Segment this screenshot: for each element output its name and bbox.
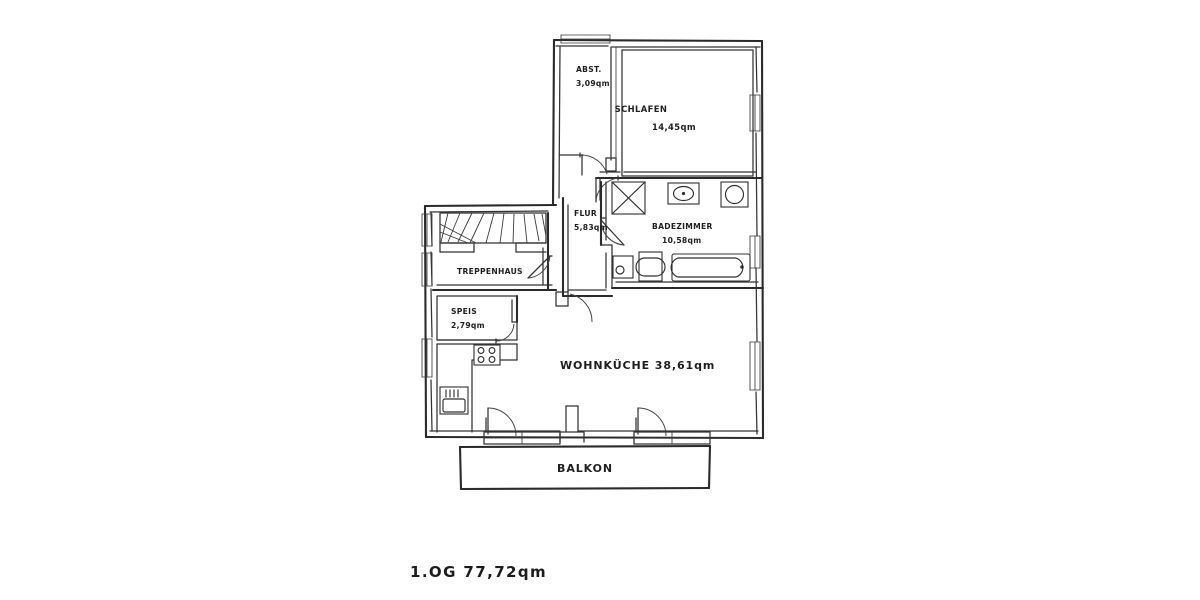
outer-walls xyxy=(423,38,765,440)
room-label-schlafen-area: 14,45qm xyxy=(652,122,696,132)
room-treppenhaus-walls xyxy=(431,211,558,292)
room-label-abst-name: ABST. xyxy=(576,65,602,74)
room-balkon-walls xyxy=(458,444,712,491)
caption-text: 1.OG 77,72qm xyxy=(410,563,547,581)
door-wohnkueche xyxy=(555,291,593,323)
washbasin xyxy=(667,182,700,205)
door-badezimmer xyxy=(600,217,625,246)
door-abst xyxy=(579,152,608,176)
room-label-treppenhaus-name: TREPPENHAUS xyxy=(457,267,523,276)
shower-tray xyxy=(611,181,646,215)
stove-four-burner xyxy=(473,344,501,366)
room-label-schlafen-name: SCHLAFEN xyxy=(615,104,668,114)
room-flur-walls xyxy=(561,196,614,298)
room-label-wohnkueche: WOHNKÜCHE 38,61qm xyxy=(560,358,715,372)
room-label-flur-area: 5,83qm xyxy=(574,223,608,232)
kitchen-sink xyxy=(439,386,469,415)
washing-machine xyxy=(720,181,749,208)
room-label-speis-name: SPEIS xyxy=(451,307,477,316)
room-label-speis-area: 2,79qm xyxy=(451,321,485,330)
room-label-badezimmer-area: 10,58qm xyxy=(662,236,701,245)
bathtub xyxy=(670,253,751,282)
room-abst-walls xyxy=(559,34,617,172)
room-speis-walls xyxy=(436,294,519,344)
room-label-badezimmer-name: BADEZIMMER xyxy=(652,222,713,231)
winder-staircase xyxy=(439,212,547,244)
door-treppenhaus xyxy=(527,255,553,279)
room-schlafen-walls xyxy=(594,49,764,180)
window-west-treppenhaus xyxy=(421,213,433,287)
room-label-balkon: BALKON xyxy=(557,462,613,475)
washbasin-small xyxy=(612,255,634,279)
plan-caption: 1.OG 77,72qm xyxy=(410,563,547,581)
room-labels: ABST. 3,09qm SCHLAFEN 14,45qm FLUR 5,83q… xyxy=(451,65,715,475)
balcony-thresholds xyxy=(483,431,711,445)
room-label-flur-name: FLUR xyxy=(574,209,597,218)
room-wohnkueche-walls xyxy=(421,338,761,433)
room-label-abst-area: 3,09qm xyxy=(576,79,610,88)
room-badezimmer-walls xyxy=(599,180,765,290)
toilet xyxy=(635,251,666,282)
